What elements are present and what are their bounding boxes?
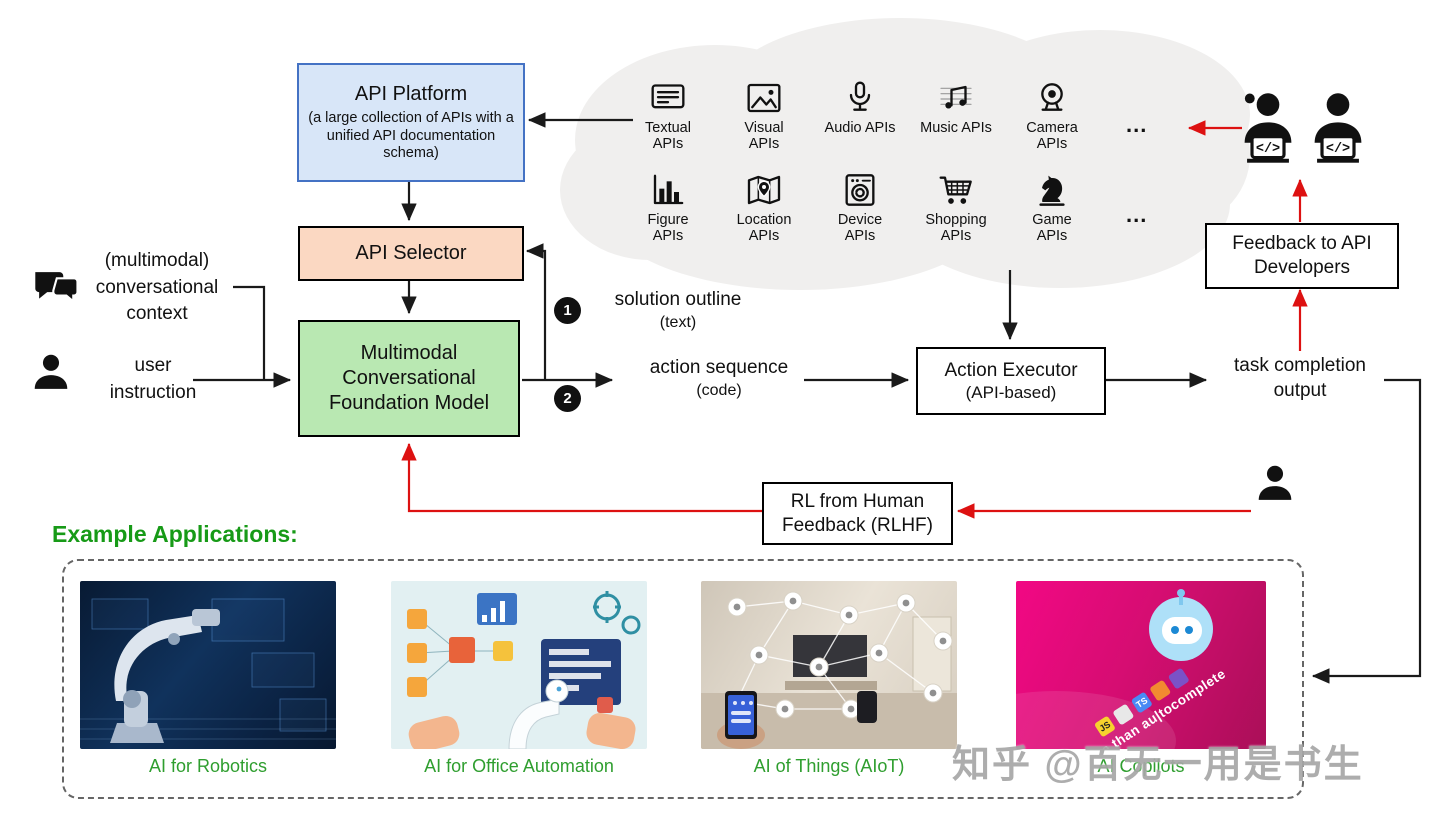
step-2-badge: 2	[554, 385, 581, 412]
copilots-image: JS TS More than au|tocomplete	[1016, 581, 1266, 749]
visual-api-icon	[747, 83, 781, 113]
api-label: Game APIs	[1032, 212, 1072, 245]
solution-outline-text: solution outline	[614, 289, 742, 310]
svg-text:</>: </>	[1326, 142, 1350, 157]
cloud-blob	[1090, 80, 1250, 230]
shopping-api-icon	[939, 176, 972, 204]
api-platform-subtitle: (a large collection of APIs with a unifi…	[308, 109, 514, 162]
api-item-location: Location APIs	[716, 170, 812, 244]
api-item-camera: Camera APIs	[1004, 78, 1100, 152]
figure-api-icon	[653, 174, 684, 205]
watermark: 知乎 @百无一用是书生	[952, 744, 1364, 786]
aiot-illustration	[701, 591, 957, 749]
api-platform-box: API Platform (a large collection of APIs…	[297, 63, 525, 182]
app-caption-copilots: AI Copilots	[1097, 756, 1185, 776]
api-selector-box: API Selector	[298, 226, 524, 281]
conversational-context-label: (multimodal) conversational context	[95, 250, 219, 325]
rlhf-label: RL from Human Feedback (RLHF)	[782, 490, 933, 536]
api-item-audio: Audio APIs	[812, 78, 908, 152]
examples-frame	[62, 559, 1304, 799]
foundation-model-label: Multimodal Conversational Foundation Mod…	[328, 342, 490, 414]
svg-text:</>: </>	[1256, 142, 1280, 157]
action-sequence-text: action sequence	[649, 357, 789, 378]
solution-outline-sub: (text)	[659, 313, 697, 331]
api-item-figure: Figure APIs	[620, 170, 716, 244]
more-apis-row1: ...	[1126, 112, 1148, 137]
device-api-icon	[845, 174, 875, 206]
api-label: Audio APIs	[824, 120, 896, 136]
api-label: Shopping APIs	[925, 212, 987, 245]
chat-bubbles-icon	[30, 266, 82, 312]
human-feedback-icon	[1252, 459, 1298, 507]
api-label: Textual APIs	[645, 120, 691, 153]
aiot-image	[701, 581, 957, 749]
api-label: Device APIs	[837, 212, 883, 245]
app-caption-office: AI for Office Automation	[424, 756, 614, 776]
user-icon	[28, 348, 74, 396]
camera-api-icon	[1041, 83, 1063, 111]
api-item-device: Device APIs	[812, 170, 908, 244]
more-apis-row2: ...	[1126, 202, 1148, 227]
api-developer-icon: </>	[1236, 86, 1300, 170]
api-developer-icon: </>	[1306, 86, 1370, 170]
api-row-1: Textual APIs Visual APIs Audio APIs	[620, 78, 1100, 152]
action-executor-title: Action Executor	[944, 359, 1078, 381]
app-caption-aiot: AI of Things (AIoT)	[753, 756, 905, 776]
textual-api-icon	[651, 84, 685, 109]
api-item-shopping: Shopping APIs	[908, 170, 1004, 244]
action-executor-subtitle: (API-based)	[965, 383, 1057, 403]
feedback-developers-label: Feedback to API Developers	[1232, 233, 1372, 278]
api-item-game: Game APIs	[1004, 170, 1100, 244]
office-automation-image	[391, 581, 647, 749]
solution-outline-label: solution outline (text)	[594, 288, 762, 333]
audio-api-icon	[849, 81, 871, 111]
robotics-illustration	[80, 598, 336, 743]
game-api-icon	[1039, 175, 1065, 206]
feedback-developers-box: Feedback to API Developers	[1205, 223, 1399, 289]
office-automation-illustration	[407, 591, 641, 749]
api-row-2: Figure APIs Location APIs Device APIs	[620, 170, 1100, 244]
action-sequence-sub: (code)	[696, 381, 742, 399]
cloud-blob	[560, 120, 740, 260]
action-executor-box: Action Executor (API-based)	[916, 347, 1106, 415]
api-item-visual: Visual APIs	[716, 78, 812, 152]
music-api-icon	[940, 85, 972, 109]
api-label: Figure APIs	[647, 212, 689, 245]
step-1-badge: 1	[554, 297, 581, 324]
action-sequence-label: action sequence (code)	[634, 356, 804, 401]
rlhf-box: RL from Human Feedback (RLHF)	[762, 482, 953, 545]
task-completion-label: task completion output	[1233, 355, 1366, 401]
api-selector-label: API Selector	[355, 242, 467, 264]
api-item-textual: Textual APIs	[620, 78, 716, 152]
api-label: Location APIs	[736, 212, 792, 245]
api-label: Visual APIs	[744, 120, 784, 153]
examples-heading: Example Applications:	[52, 521, 298, 547]
foundation-model-box: Multimodal Conversational Foundation Mod…	[298, 320, 520, 437]
app-caption-robotics: AI for Robotics	[148, 756, 268, 776]
robotics-image	[80, 581, 336, 749]
api-platform-title: API Platform	[354, 82, 468, 105]
api-label: Camera APIs	[1026, 120, 1078, 153]
user-instruction-label: user instruction	[109, 355, 197, 403]
api-label: Music APIs	[920, 120, 992, 136]
api-item-music: Music APIs	[908, 78, 1004, 152]
location-api-icon	[747, 175, 781, 205]
